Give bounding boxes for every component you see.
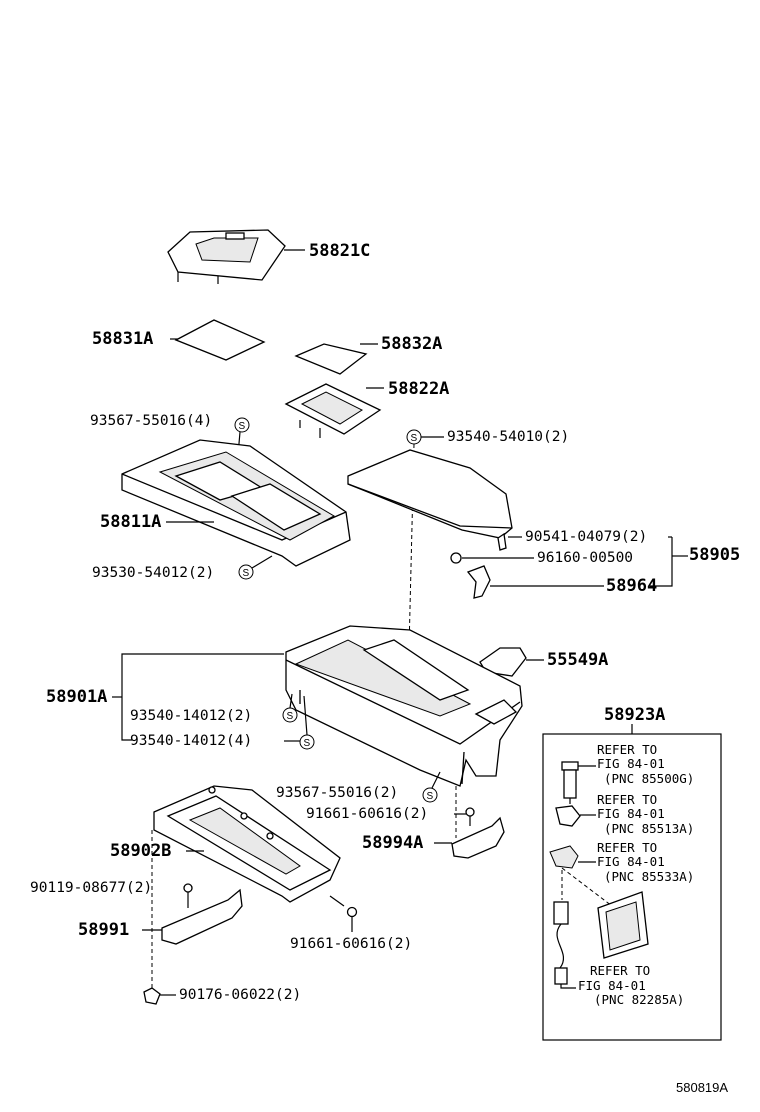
label-58811A: 58811A [100,512,161,532]
ref-4-line3: (PNC 82285A) [594,992,684,1007]
ref-4-line1: REFER TO [590,963,650,978]
screw-symbol-3: S [238,564,254,580]
part-58831A-drawing [174,319,266,361]
label-55549A: 55549A [547,650,608,670]
svg-text:S: S [304,738,311,749]
label-93540-14012-2: 93540-14012(2) [130,708,252,724]
label-58822A: 58822A [388,379,449,399]
label-58923A: 58923A [604,705,665,725]
screw-symbol-4: S [282,707,298,723]
screw-symbol-2: S [406,429,422,445]
ref-3-line2: FIG 84-01 [597,854,665,869]
label-90176-06022-2: 90176-06022(2) [179,987,301,1003]
part-58991-drawing [161,888,243,945]
ref-1-line3: (PNC 85500G) [604,771,694,786]
part-58902B-drawing [153,785,341,903]
ref-1-line1: REFER TO [597,742,657,757]
part-58832A-drawing [294,343,368,375]
label-93567-55016-4: 93567-55016(4) [90,413,212,429]
socket-panel-drawing [597,891,649,959]
label-91661-60616-2-upper: 91661-60616(2) [306,806,428,822]
part-58822A-drawing [284,383,382,438]
figure-id: 580819A [676,1080,728,1095]
ref-3-line3: (PNC 85533A) [604,869,694,884]
part-82285A-drawing [553,901,569,985]
screw-symbol-6: S [422,787,438,803]
part-58821C-drawing [167,229,286,284]
label-58994A: 58994A [362,833,423,853]
ref-2-line1: REFER TO [597,792,657,807]
part-58994A-drawing [451,816,505,859]
ref-2-line2: FIG 84-01 [597,806,665,821]
label-58964: 58964 [606,576,657,596]
label-93567-55016-2: 93567-55016(2) [276,785,398,801]
label-58832A: 58832A [381,334,442,354]
part-85513A-drawing [555,805,581,827]
svg-text:S: S [427,791,434,802]
ref-4-line2: FIG 84-01 [578,978,646,993]
clip-icon [143,987,161,1005]
label-93540-14012-4: 93540-14012(4) [130,733,252,749]
ref-3-line1: REFER TO [597,840,657,855]
part-armrest-lid-drawing [347,449,513,539]
part-96160-drawing [450,552,462,564]
label-91661-60616-2-lower: 91661-60616(2) [290,936,412,952]
part-58901A-drawing [285,625,523,787]
label-90541-04079-2: 90541-04079(2) [525,529,647,545]
bolt-icon-3 [329,895,358,918]
ref-2-line3: (PNC 85513A) [604,821,694,836]
label-58831A: 58831A [92,329,153,349]
part-90541-drawing [497,532,507,551]
ref-1-line2: FIG 84-01 [597,756,665,771]
part-58811A-drawing [121,439,351,567]
part-85500G-drawing [561,761,579,804]
screw-symbol-5: S [299,734,315,750]
label-58901A: 58901A [46,687,107,707]
part-58964-drawing [466,565,491,599]
label-58991: 58991 [78,920,129,940]
label-58902B: 58902B [110,841,171,861]
screw-symbol-1: S [234,417,250,433]
assembly-58923A-box [542,733,722,1041]
svg-text:S: S [239,421,246,432]
part-85533A-drawing [549,845,579,869]
svg-text:S: S [243,568,250,579]
bolt-icon-2 [183,883,193,908]
svg-text:S: S [411,433,418,444]
label-96160-00500: 96160-00500 [537,550,633,566]
label-58821C: 58821C [309,241,370,261]
bolt-icon-1 [465,807,475,826]
label-93530-54012-2: 93530-54012(2) [92,565,214,581]
svg-text:S: S [287,711,294,722]
label-90119-08677-2: 90119-08677(2) [30,880,152,896]
label-93540-54010-2: 93540-54010(2) [447,429,569,445]
label-58905: 58905 [689,545,740,565]
